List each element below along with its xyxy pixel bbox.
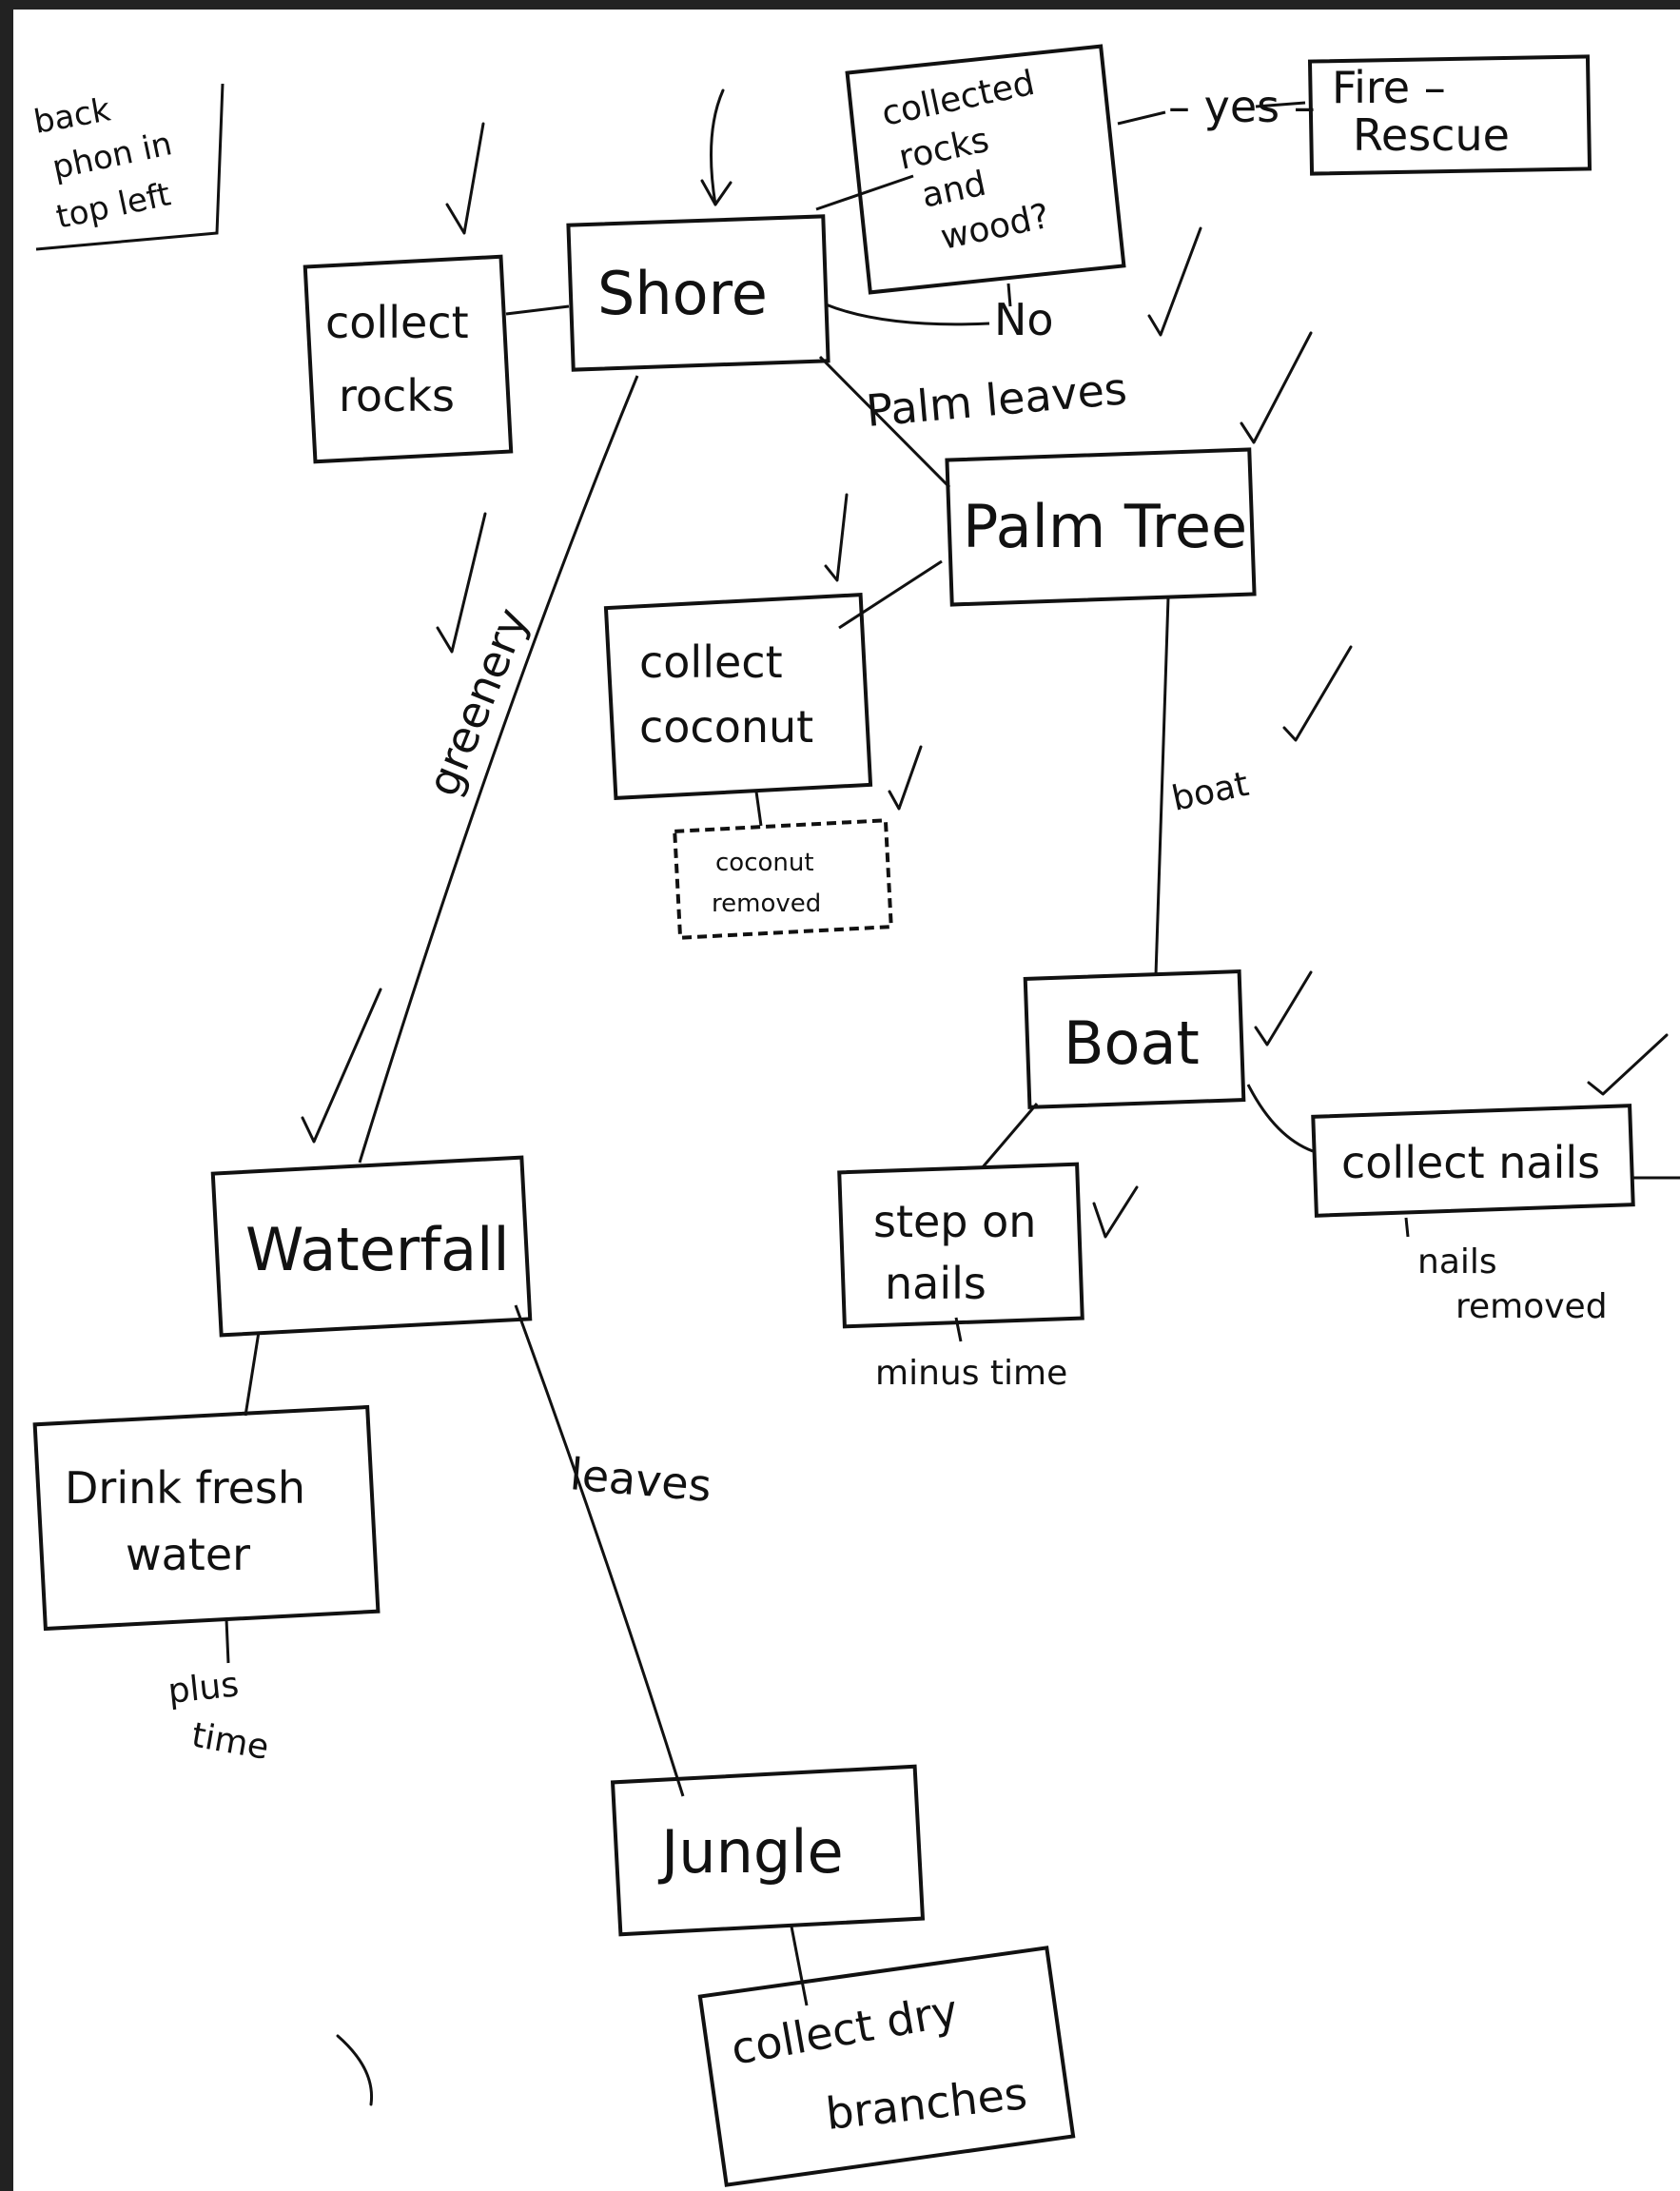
node-drink-fresh-water: Drink fresh water [32, 1404, 381, 1632]
node-coconut-removed: coconut removed [673, 818, 893, 940]
corner-note-bracket [35, 83, 225, 251]
check-icon [824, 493, 849, 582]
edge-collectnails-removed [1404, 1217, 1410, 1238]
edge-yes-fire [1255, 101, 1306, 108]
edge-rocks-shore [505, 304, 570, 316]
node-collect-rocks: collect rocks [303, 254, 514, 464]
corner-note-line-3: top left [53, 175, 174, 236]
node-waterfall-label: Waterfall [245, 1215, 510, 1284]
node-step-on-nails-line-2: nails [885, 1258, 987, 1309]
check-icon [1587, 1033, 1669, 1096]
node-fire-rescue-line-1: Fire – [1332, 62, 1446, 113]
node-collect-coconut-line-2: coconut [639, 701, 813, 753]
check-icon [445, 122, 485, 235]
node-branches-line-1: collect dry [728, 1985, 962, 2075]
node-boat-label: Boat [1064, 1008, 1200, 1078]
edge-boat-stepnails [980, 1103, 1039, 1169]
check-icon [1240, 331, 1313, 444]
node-coconut-removed-line-2: removed [712, 890, 821, 918]
node-fire-rescue: Fire – Rescue [1307, 54, 1592, 176]
node-jungle-label: Jungle [657, 1817, 844, 1887]
node-collect-nails: collect nails [1311, 1104, 1635, 1218]
edge-label-palm-leaves: Palm leaves [864, 362, 1129, 437]
edge-palm-boat [1154, 597, 1170, 976]
node-shore-label: Shore [597, 259, 768, 328]
annotation-plus-time-2: time [188, 1715, 271, 1768]
node-fire-rescue-line-2: Rescue [1353, 109, 1510, 161]
page-edge [0, 0, 13, 2191]
edge-shore-question [815, 174, 914, 211]
incoming-arrow-shore [710, 88, 725, 206]
edge-boat-collectnails [1246, 1084, 1314, 1153]
node-collect-rocks-line-1: collect [325, 297, 469, 348]
corner-note: back phon in top left [31, 83, 225, 251]
annotation-minus-time: minus time [875, 1354, 1067, 1393]
edge-shore-waterfall [358, 375, 639, 1164]
node-collect-coconut-line-1: collect [639, 636, 783, 688]
node-palm-tree: Palm Tree [945, 447, 1257, 607]
check-marks [301, 122, 1669, 1239]
node-drink-line-1: Drink fresh [65, 1462, 305, 1514]
node-collect-rocks-line-2: rocks [339, 370, 455, 421]
node-coconut-removed-line-1: coconut [715, 849, 814, 877]
node-drink-line-2: water [126, 1529, 250, 1580]
edge-label-leaves: leaves [568, 1448, 713, 1512]
node-collected-rocks-wood: collected rocks and wood? [845, 44, 1126, 295]
edge-shore-no [825, 303, 990, 326]
node-collect-dry-branches: collect dry branches [697, 1946, 1076, 2187]
node-boat: Boat [1023, 969, 1246, 1109]
edges [225, 101, 1680, 2006]
node-shore: Shore [566, 214, 830, 372]
page-top-edge [0, 0, 1680, 10]
edge-drink-plus [225, 1618, 230, 1664]
edge-coconut-removed [754, 791, 763, 827]
edge-waterfall-drink [244, 1331, 261, 1417]
edge-question-no [1006, 283, 1012, 307]
node-step-on-nails-line-1: step on [873, 1196, 1036, 1247]
annotation-plus-time-1: plus [166, 1665, 241, 1712]
check-icon [436, 512, 487, 654]
edge-shore-palm [818, 355, 951, 489]
edge-label-no: No [994, 294, 1054, 345]
node-collect-nails-label: collect nails [1341, 1137, 1600, 1188]
node-palm-tree-label: Palm Tree [963, 492, 1247, 561]
stray-mark [336, 2034, 374, 2106]
node-jungle: Jungle [610, 1764, 926, 1937]
edge-label-greenery: greenery [417, 601, 538, 803]
node-collect-coconut: collect coconut [603, 593, 873, 800]
edge-waterfall-jungle [514, 1304, 685, 1797]
check-icon [1147, 226, 1202, 337]
edge-question-yes-a [1117, 110, 1166, 126]
annotation-nails-removed-2: removed [1455, 1287, 1608, 1326]
check-icon [1092, 1185, 1139, 1239]
annotation-nails-removed-1: nails [1417, 1242, 1497, 1281]
node-question-line-1: collected [878, 64, 1038, 134]
check-icon [888, 745, 923, 811]
node-branches-line-2: branches [824, 2067, 1030, 2140]
check-icon [1254, 970, 1313, 1047]
edge-palm-coconut [838, 559, 943, 630]
node-waterfall: Waterfall [210, 1155, 533, 1338]
edge-jungle-branches [790, 1926, 809, 2006]
edge-label-yes: – yes – [1168, 81, 1316, 132]
edge-label-boat: boat [1168, 765, 1252, 819]
corner-note-line-1: back [31, 90, 114, 141]
check-icon [301, 988, 382, 1144]
incoming-arrow-head [700, 179, 733, 206]
node-step-on-nails: step on nails [837, 1162, 1084, 1329]
check-icon [1282, 645, 1353, 742]
